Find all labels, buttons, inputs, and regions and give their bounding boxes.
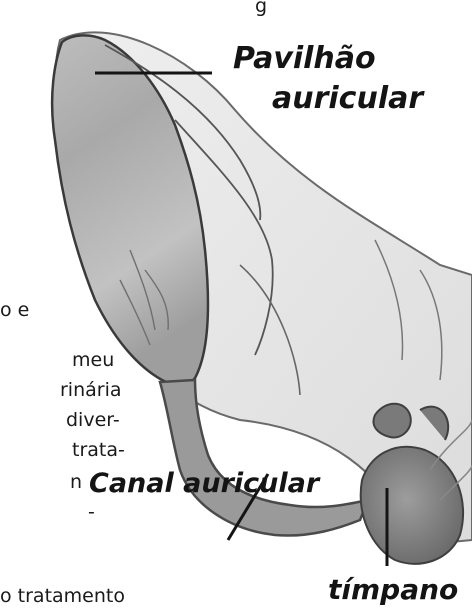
canal-label: Canal auricular xyxy=(89,470,319,497)
background-text-line: o e xyxy=(0,298,29,322)
background-text-line: rinária xyxy=(60,378,122,402)
background-text-line: diver- xyxy=(66,408,120,432)
pinna-label-line2: auricular xyxy=(272,84,423,114)
background-text-line: o tratamento xyxy=(0,584,125,608)
background-text-line: - xyxy=(88,500,95,524)
background-text-line: trata- xyxy=(72,438,125,462)
pinna-label-line1: Pavilhão xyxy=(233,44,376,74)
background-text-line: n xyxy=(70,470,82,494)
background-text-fragment: g xyxy=(255,0,267,18)
background-text-line: meu xyxy=(72,348,114,372)
eardrum-label: tímpano xyxy=(328,576,458,604)
